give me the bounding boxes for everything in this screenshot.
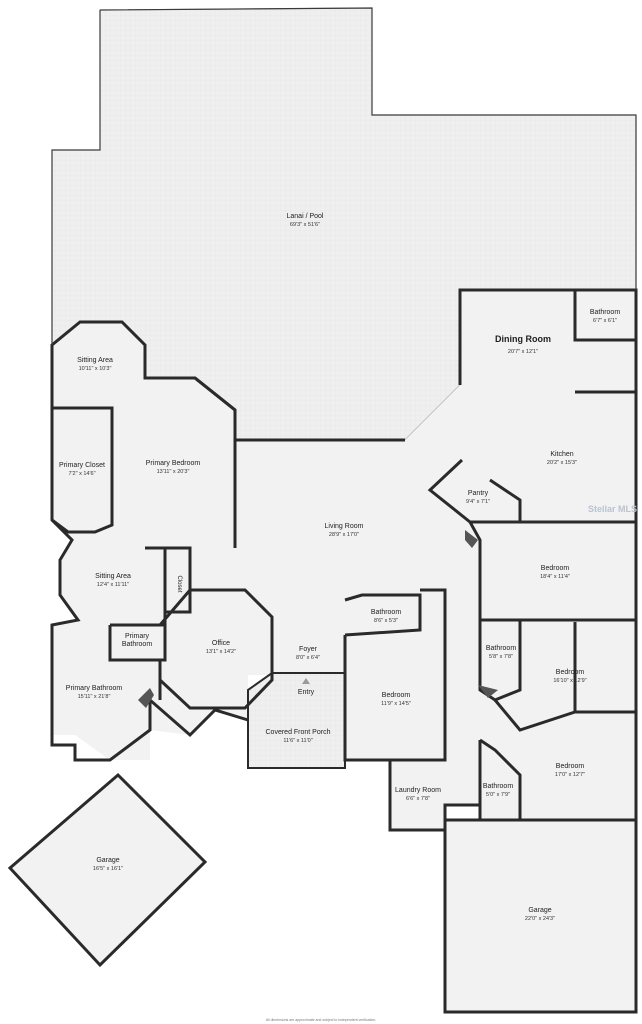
lanai-screen-top	[99, 7, 637, 290]
room-dims-porch: 11'6" x 11'0"	[283, 738, 312, 744]
room-dims-lanai: 69'3" x 51'6"	[290, 222, 320, 228]
room-dims-kitchen: 20'2" x 15'3"	[547, 460, 577, 466]
room-dims-garage-left: 16'5" x 16'1"	[93, 866, 123, 872]
room-dims-bedroom-3: 11'9" x 14'5"	[381, 701, 411, 707]
room-dims-sitting-mid: 12'4" x 11'11"	[97, 582, 129, 588]
room-label-office: Office	[212, 640, 230, 647]
room-label-sitting-top: Sitting Area	[77, 357, 113, 364]
room-dims-laundry: 6'6" x 7'8"	[406, 796, 430, 802]
room-label-primary-bath-small-0: Primary	[125, 633, 150, 640]
room-dims-foyer: 8'0" x 6'4"	[296, 655, 320, 661]
room-label-bath-right: Bathroom	[486, 645, 517, 652]
room-dims-bedroom-4: 17'0" x 12'7"	[555, 772, 585, 778]
room-label-bath-top: Bathroom	[590, 309, 621, 316]
room-dims-sitting-top: 10'11" x 10'3"	[79, 366, 112, 372]
room-dims-bath-right: 5'8" x 7'8"	[489, 654, 513, 660]
watermark: Stellar MLS	[588, 504, 637, 514]
room-dims-bath-low: 5'0" x 7'9"	[486, 792, 510, 798]
room-label-bedroom-3: Bedroom	[382, 692, 411, 699]
room-dims-bedroom-2: 16'10" x 12'9"	[553, 678, 586, 684]
room-label-bath-mid: Bathroom	[371, 609, 402, 616]
interior-walls	[51, 290, 636, 822]
stair-marks	[138, 530, 498, 708]
room-label-garage-right: Garage	[528, 907, 551, 914]
room-label-dining: Dining Room	[495, 334, 551, 344]
room-label-porch: Covered Front Porch	[266, 729, 331, 736]
footnote: All dimensions are approximate and subje…	[266, 1018, 377, 1022]
room-label-closet: Closet	[176, 575, 182, 592]
garage-left-shape	[7, 772, 208, 968]
room-label-primary-bedroom: Primary Bedroom	[146, 460, 201, 467]
room-label-lanai: Lanai / Pool	[287, 213, 324, 220]
house-outline	[343, 288, 638, 832]
room-dims-office: 13'1" x 14'2"	[206, 649, 236, 655]
room-label-foyer: Foyer	[299, 646, 318, 653]
room-label-bedroom-1: Bedroom	[541, 565, 570, 572]
room-label-primary-closet: Primary Closet	[59, 462, 105, 469]
room-label-bath-low: Bathroom	[483, 783, 514, 790]
room-label-garage-left: Garage	[96, 857, 119, 864]
room-label-bedroom-4: Bedroom	[556, 763, 585, 770]
room-dims-primary-bath: 15'11" x 21'8"	[78, 694, 111, 700]
room-label-sitting-mid: Sitting Area	[95, 573, 131, 580]
room-label-laundry: Laundry Room	[395, 787, 441, 794]
room-dims-garage-right: 22'0" x 24'3"	[525, 916, 555, 922]
room-label-entry: Entry	[298, 689, 315, 696]
room-label-bedroom-2: Bedroom	[556, 669, 585, 676]
room-label-primary-bath-small-1: Bathroom	[122, 641, 153, 648]
porch-area	[247, 672, 346, 769]
room-dims-dining: 20'7" x 12'1"	[508, 349, 538, 355]
entry-arrow	[302, 678, 310, 684]
room-label-pantry: Pantry	[468, 490, 489, 497]
room-dims-primary-bedroom: 13'11" x 20'3"	[157, 469, 190, 475]
room-dims-pantry: 9'4" x 7'1"	[466, 499, 490, 505]
room-dims-bath-top: 6'7" x 6'1"	[593, 318, 617, 324]
room-dims-bath-mid: 8'6" x 5'3"	[374, 618, 398, 624]
lanai-screen	[51, 10, 101, 345]
room-label-kitchen: Kitchen	[550, 451, 573, 458]
room-label-primary-bath: Primary Bathroom	[66, 685, 123, 692]
room-dims-bedroom-1: 18'4" x 11'4"	[540, 574, 570, 580]
room-label-living: Living Room	[325, 523, 364, 530]
room-dims-primary-closet: 7'2" x 14'6"	[68, 471, 95, 477]
room-dims-living: 28'9" x 17'0"	[329, 532, 359, 538]
